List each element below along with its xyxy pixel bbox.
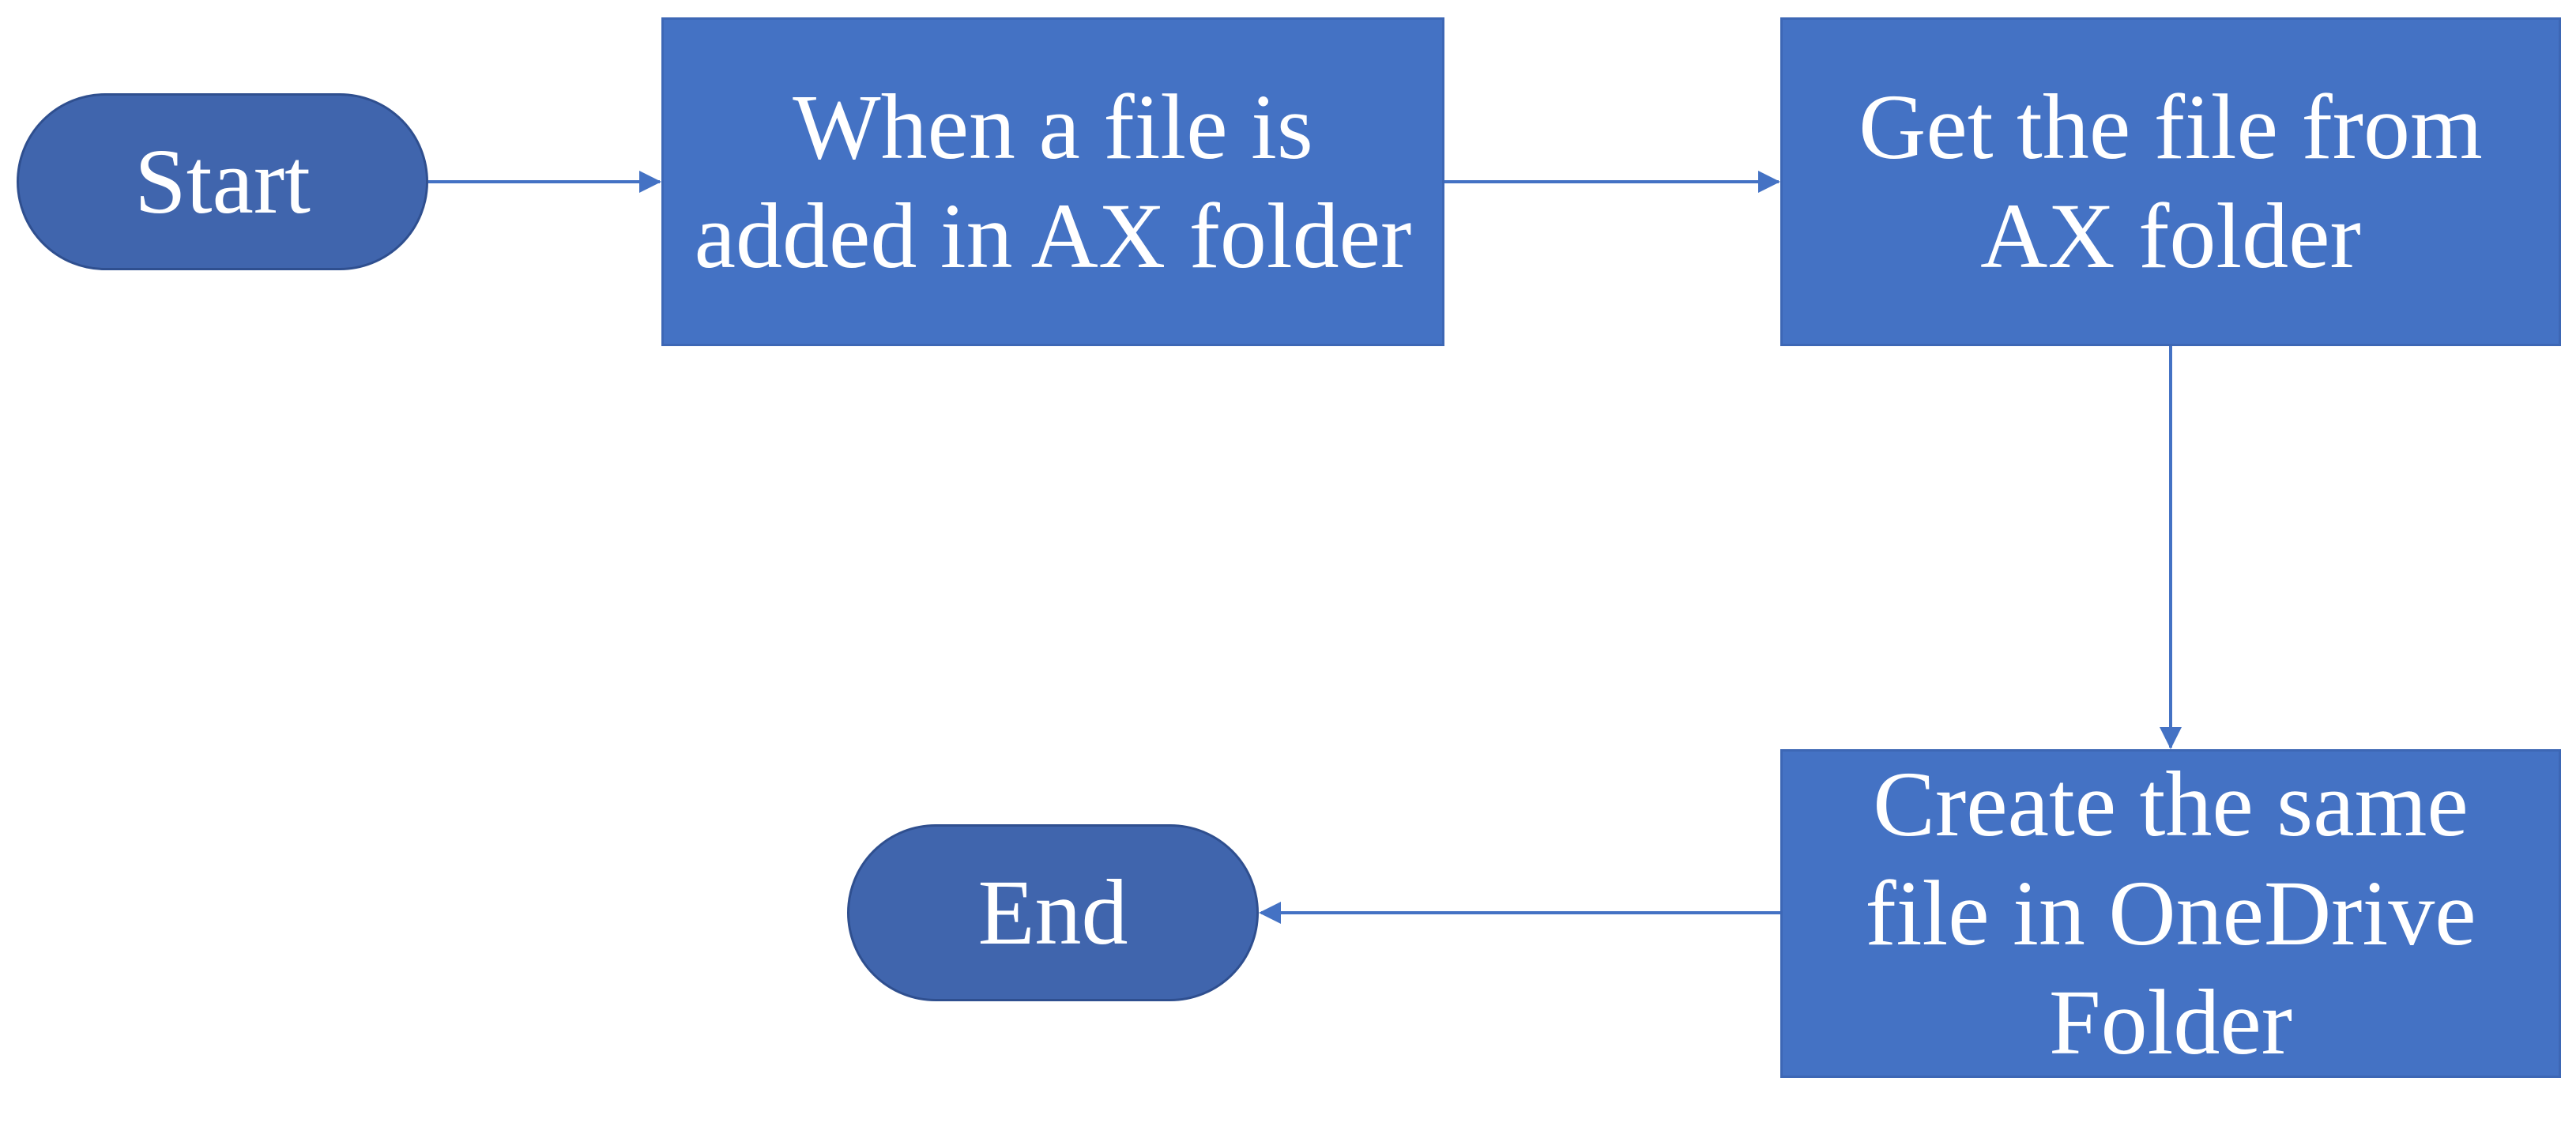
create-file-step-box: Create the same file in OneDrive Folder <box>1780 749 2561 1078</box>
trigger-step-box: When a file is added in AX folder <box>661 17 1444 346</box>
arrowhead-get-to-create <box>2160 727 2182 749</box>
end-label: End <box>977 860 1128 964</box>
end-terminator: End <box>847 824 1259 1001</box>
get-file-step-label: Get the file from AX folder <box>1859 74 2483 288</box>
arrowhead-create-to-end <box>1259 902 1281 924</box>
trigger-step-label: When a file is added in AX folder <box>694 74 1412 288</box>
arrowhead-trigger-to-get <box>1758 171 1780 193</box>
arrowhead-start-to-trigger <box>639 171 661 193</box>
create-file-step-label: Create the same file in OneDrive Folder <box>1865 752 2476 1075</box>
start-label: Start <box>134 129 311 233</box>
start-terminator: Start <box>17 93 428 270</box>
get-file-step-box: Get the file from AX folder <box>1780 17 2561 346</box>
